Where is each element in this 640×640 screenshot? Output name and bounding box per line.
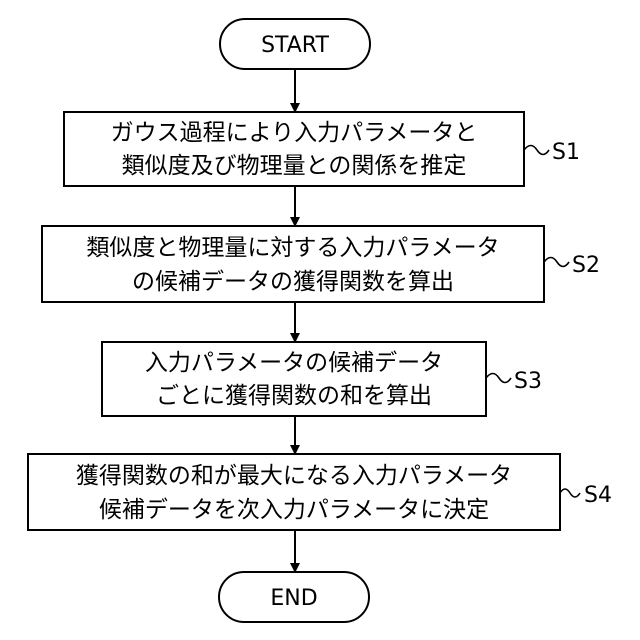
step-label-s4: S4 [584, 483, 612, 508]
process-step-s3: 入力パラメータの候補データ ごとに獲得関数の和を算出 S3 [102, 342, 542, 416]
process-text-s4-line1: 獲得関数の和が最大になる入力パラメータ [76, 463, 512, 489]
leader-line-s2 [544, 258, 569, 267]
leader-line-s1 [524, 146, 549, 155]
step-label-s3: S3 [514, 369, 542, 394]
process-step-s4: 獲得関数の和が最大になる入力パラメータ 候補データを次入力パラメータに決定 S4 [28, 454, 612, 530]
process-text-s4-line2: 候補データを次入力パラメータに決定 [99, 497, 489, 523]
end-label: END [270, 586, 317, 611]
process-step-s1: ガウス過程により入力パラメータと 類似度及び物理量との関係を推定 S1 [64, 112, 580, 186]
leader-line-s3 [486, 374, 511, 383]
step-label-s2: S2 [572, 253, 600, 278]
process-text-s2-line1: 類似度と物理量に対する入力パラメータ [86, 235, 499, 261]
process-text-s1-line2: 類似度及び物理量との関係を推定 [122, 153, 467, 179]
process-text-s3-line2: ごとに獲得関数の和を算出 [156, 383, 432, 409]
step-label-s1: S1 [552, 140, 580, 165]
leader-line-s4 [560, 489, 580, 497]
start-terminal: START [220, 19, 370, 69]
process-step-s2: 類似度と物理量に対する入力パラメータ の候補データの獲得関数を算出 S2 [42, 226, 600, 302]
end-terminal: END [219, 572, 369, 622]
process-text-s3-line1: 入力パラメータの候補データ [145, 350, 443, 376]
process-text-s1-line1: ガウス過程により入力パラメータと [111, 120, 478, 146]
process-text-s2-line2: の候補データの獲得関数を算出 [132, 269, 454, 295]
start-label: START [261, 33, 329, 58]
